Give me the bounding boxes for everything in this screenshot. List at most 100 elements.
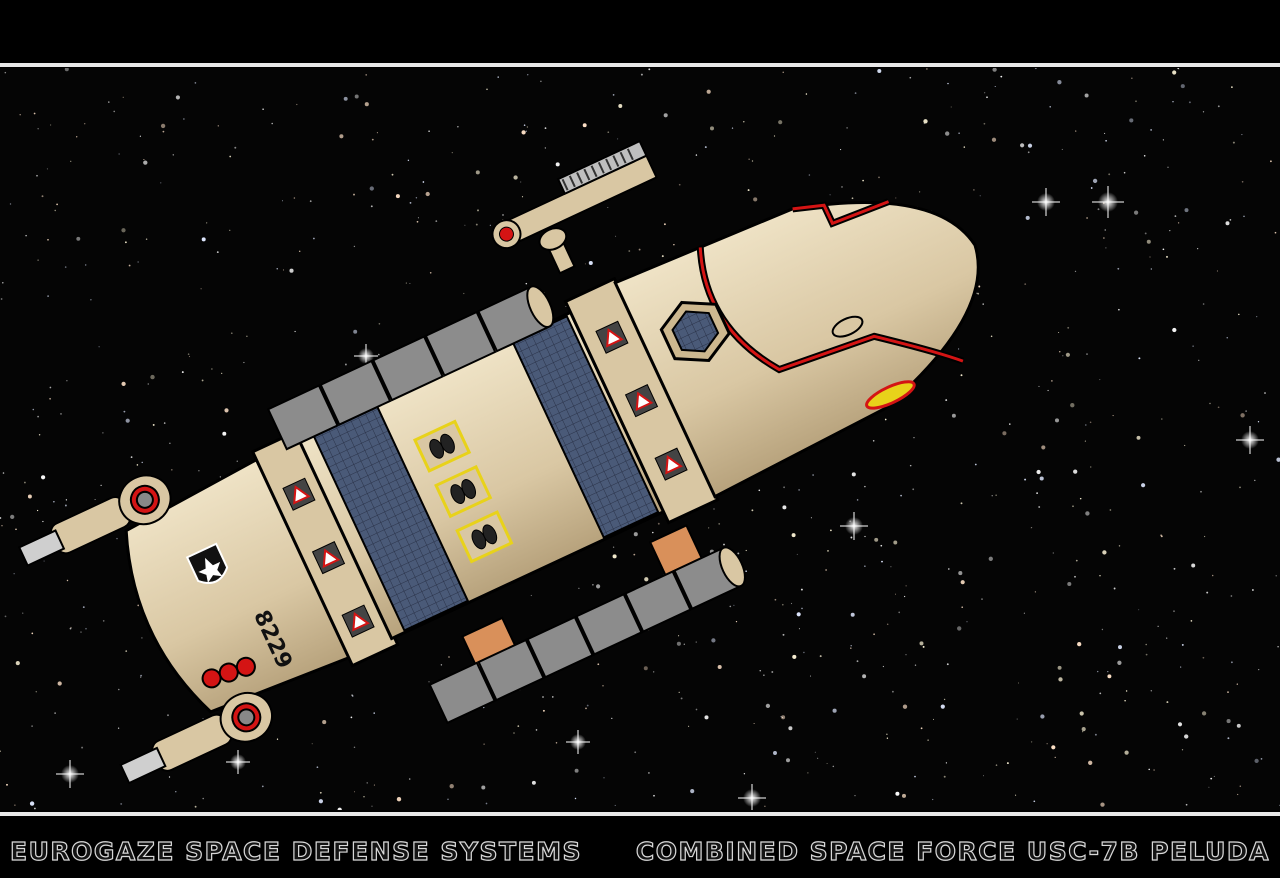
star xyxy=(1185,803,1188,806)
star xyxy=(50,124,52,126)
star xyxy=(592,583,594,586)
star xyxy=(958,132,960,134)
star xyxy=(1016,718,1018,720)
star xyxy=(42,520,44,523)
star xyxy=(817,757,819,759)
star xyxy=(56,203,58,206)
star xyxy=(615,235,617,237)
star xyxy=(116,537,118,540)
star xyxy=(913,437,915,439)
star xyxy=(98,346,100,348)
star xyxy=(991,137,997,142)
star xyxy=(117,727,120,729)
star xyxy=(618,104,623,108)
star xyxy=(1103,237,1105,239)
star xyxy=(525,282,528,285)
star xyxy=(1049,106,1051,108)
star xyxy=(943,775,946,778)
star xyxy=(1084,440,1086,442)
star xyxy=(753,722,755,725)
star xyxy=(1105,139,1107,142)
star xyxy=(316,766,319,769)
star xyxy=(364,102,369,107)
star xyxy=(1061,148,1063,150)
star xyxy=(751,160,754,162)
star xyxy=(246,335,248,337)
star xyxy=(1213,775,1215,777)
star xyxy=(82,606,85,608)
star xyxy=(440,664,443,666)
star xyxy=(1117,267,1120,270)
star xyxy=(812,474,814,476)
star xyxy=(1030,527,1032,529)
star xyxy=(782,71,784,73)
star xyxy=(1099,575,1101,577)
star xyxy=(747,189,750,192)
star xyxy=(463,292,465,295)
star xyxy=(1258,668,1260,671)
star xyxy=(1085,511,1090,516)
star xyxy=(530,594,532,597)
star xyxy=(276,738,279,740)
star xyxy=(41,195,44,198)
star xyxy=(1136,435,1141,440)
star xyxy=(932,798,934,801)
star xyxy=(1051,745,1056,750)
star xyxy=(737,552,740,555)
star xyxy=(661,255,664,258)
star xyxy=(791,533,796,538)
star xyxy=(535,729,538,731)
star xyxy=(94,498,96,501)
star xyxy=(1084,424,1087,426)
star xyxy=(983,122,986,125)
star xyxy=(181,371,184,374)
star xyxy=(417,217,419,219)
star xyxy=(1274,231,1277,234)
top-letterbox xyxy=(0,0,1280,62)
star xyxy=(22,612,24,614)
star xyxy=(873,633,875,636)
star xyxy=(678,183,681,186)
star xyxy=(832,708,837,713)
star xyxy=(1117,660,1122,665)
star xyxy=(634,751,637,754)
star xyxy=(201,379,204,382)
star xyxy=(319,791,322,794)
star xyxy=(531,780,536,785)
star xyxy=(819,655,822,658)
star xyxy=(798,628,800,630)
star xyxy=(201,237,206,242)
star xyxy=(1157,625,1159,627)
star xyxy=(919,641,924,646)
star xyxy=(527,74,529,76)
star xyxy=(376,132,378,134)
star xyxy=(894,593,897,595)
star xyxy=(47,239,49,241)
star xyxy=(464,224,466,226)
upper-block-array xyxy=(266,286,550,451)
star xyxy=(128,264,131,267)
star xyxy=(1086,353,1088,356)
star xyxy=(1024,283,1027,285)
star xyxy=(923,119,928,124)
star xyxy=(175,95,180,100)
star xyxy=(1081,727,1086,732)
star xyxy=(1276,457,1280,462)
star xyxy=(188,355,191,358)
star xyxy=(877,68,882,74)
star xyxy=(1162,139,1165,141)
star xyxy=(428,130,430,133)
star xyxy=(391,173,394,176)
star xyxy=(363,796,365,798)
star xyxy=(1231,86,1233,88)
star xyxy=(982,303,984,305)
star xyxy=(229,229,231,231)
star xyxy=(483,743,485,745)
star xyxy=(850,612,855,617)
star xyxy=(49,386,52,389)
star xyxy=(313,237,315,240)
star xyxy=(1209,402,1211,405)
star xyxy=(32,408,35,411)
star xyxy=(1216,270,1218,272)
star xyxy=(1073,469,1078,474)
